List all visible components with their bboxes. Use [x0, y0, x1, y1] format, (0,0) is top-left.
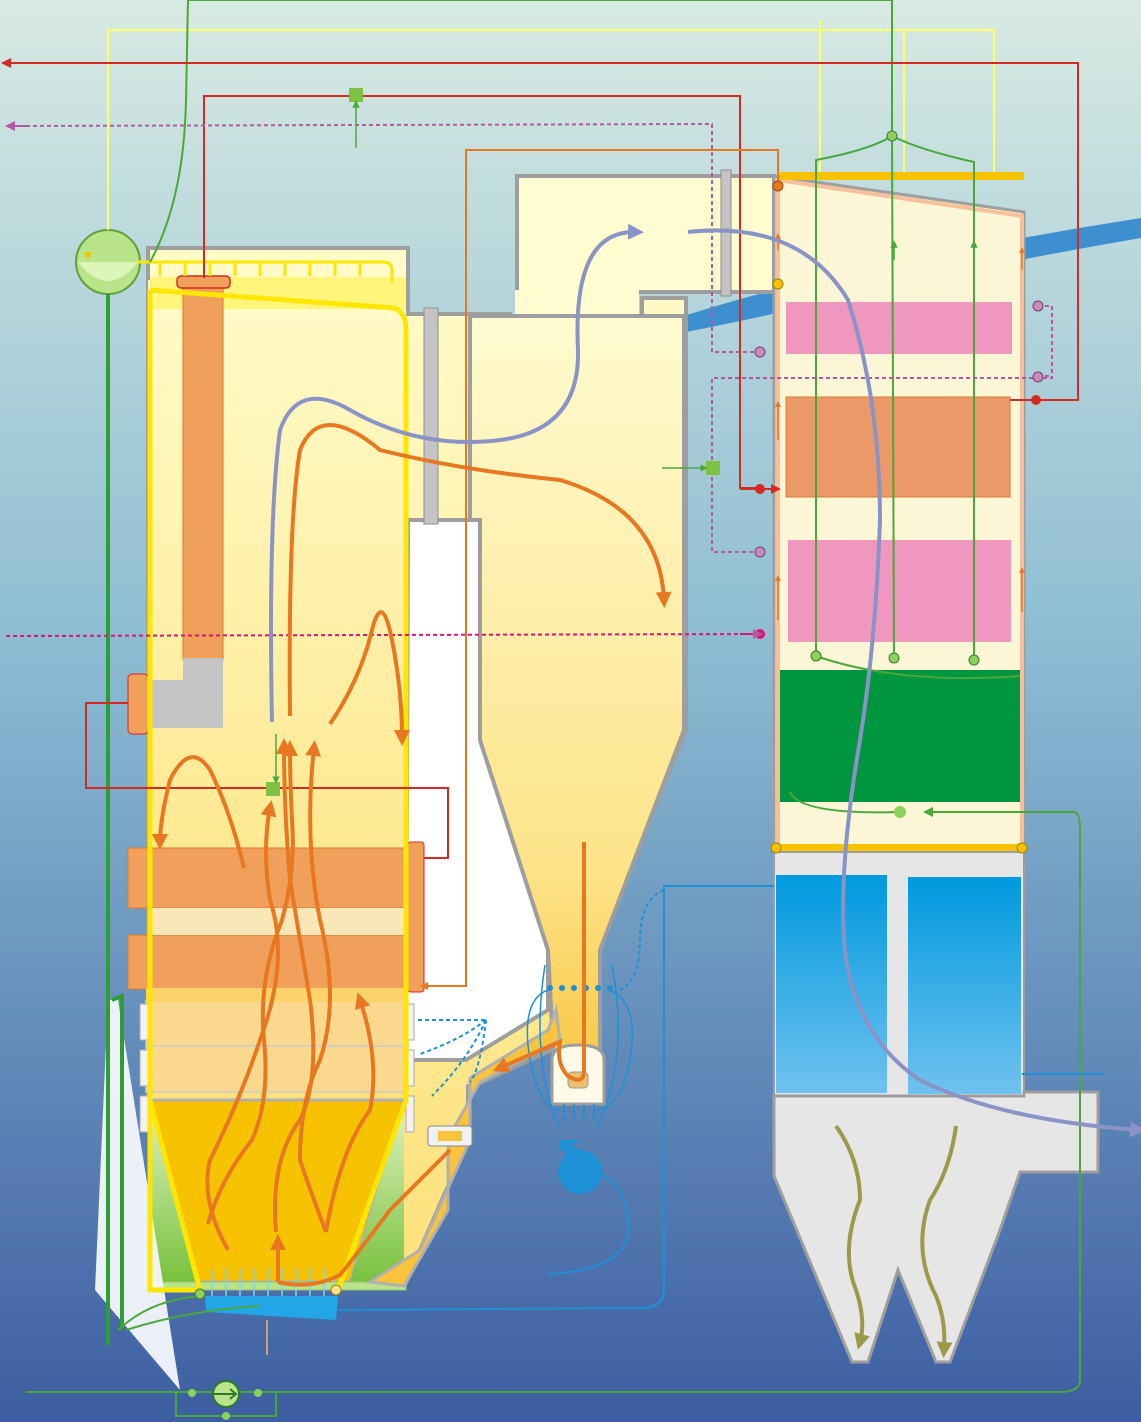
- feed-pump: [213, 1381, 239, 1407]
- lower-tier-side-1: [140, 1004, 148, 1040]
- lower-tier-side-2: [140, 1050, 148, 1086]
- air-preheater-left: [776, 875, 887, 1093]
- wing-wall-evaporator: [183, 280, 223, 660]
- right-wall-header: [408, 842, 424, 992]
- attemperator-mid: [706, 461, 720, 475]
- cyclone-outlet-duct: [517, 176, 774, 292]
- air-preheater-right: [908, 877, 1021, 1094]
- intrex-bar: [146, 988, 408, 1002]
- standpipe-left: [424, 308, 438, 524]
- main-steam-node-2: [755, 484, 765, 494]
- attemperator-low: [266, 782, 280, 796]
- lower-tier-2: [146, 1046, 408, 1092]
- side-inlet-box: [128, 674, 148, 734]
- steam-drum: [76, 230, 140, 294]
- attemperator-top: [349, 88, 363, 102]
- intrex-panel-lower: [128, 935, 414, 989]
- reheat-node: [773, 181, 783, 191]
- loop-seal-valve-core: [438, 1131, 462, 1141]
- main-steam-node-1: [1031, 395, 1041, 405]
- backpass-heat-recovery: [774, 172, 1024, 852]
- lower-tier-side-3: [140, 1096, 148, 1132]
- standpipe-right: [721, 170, 731, 296]
